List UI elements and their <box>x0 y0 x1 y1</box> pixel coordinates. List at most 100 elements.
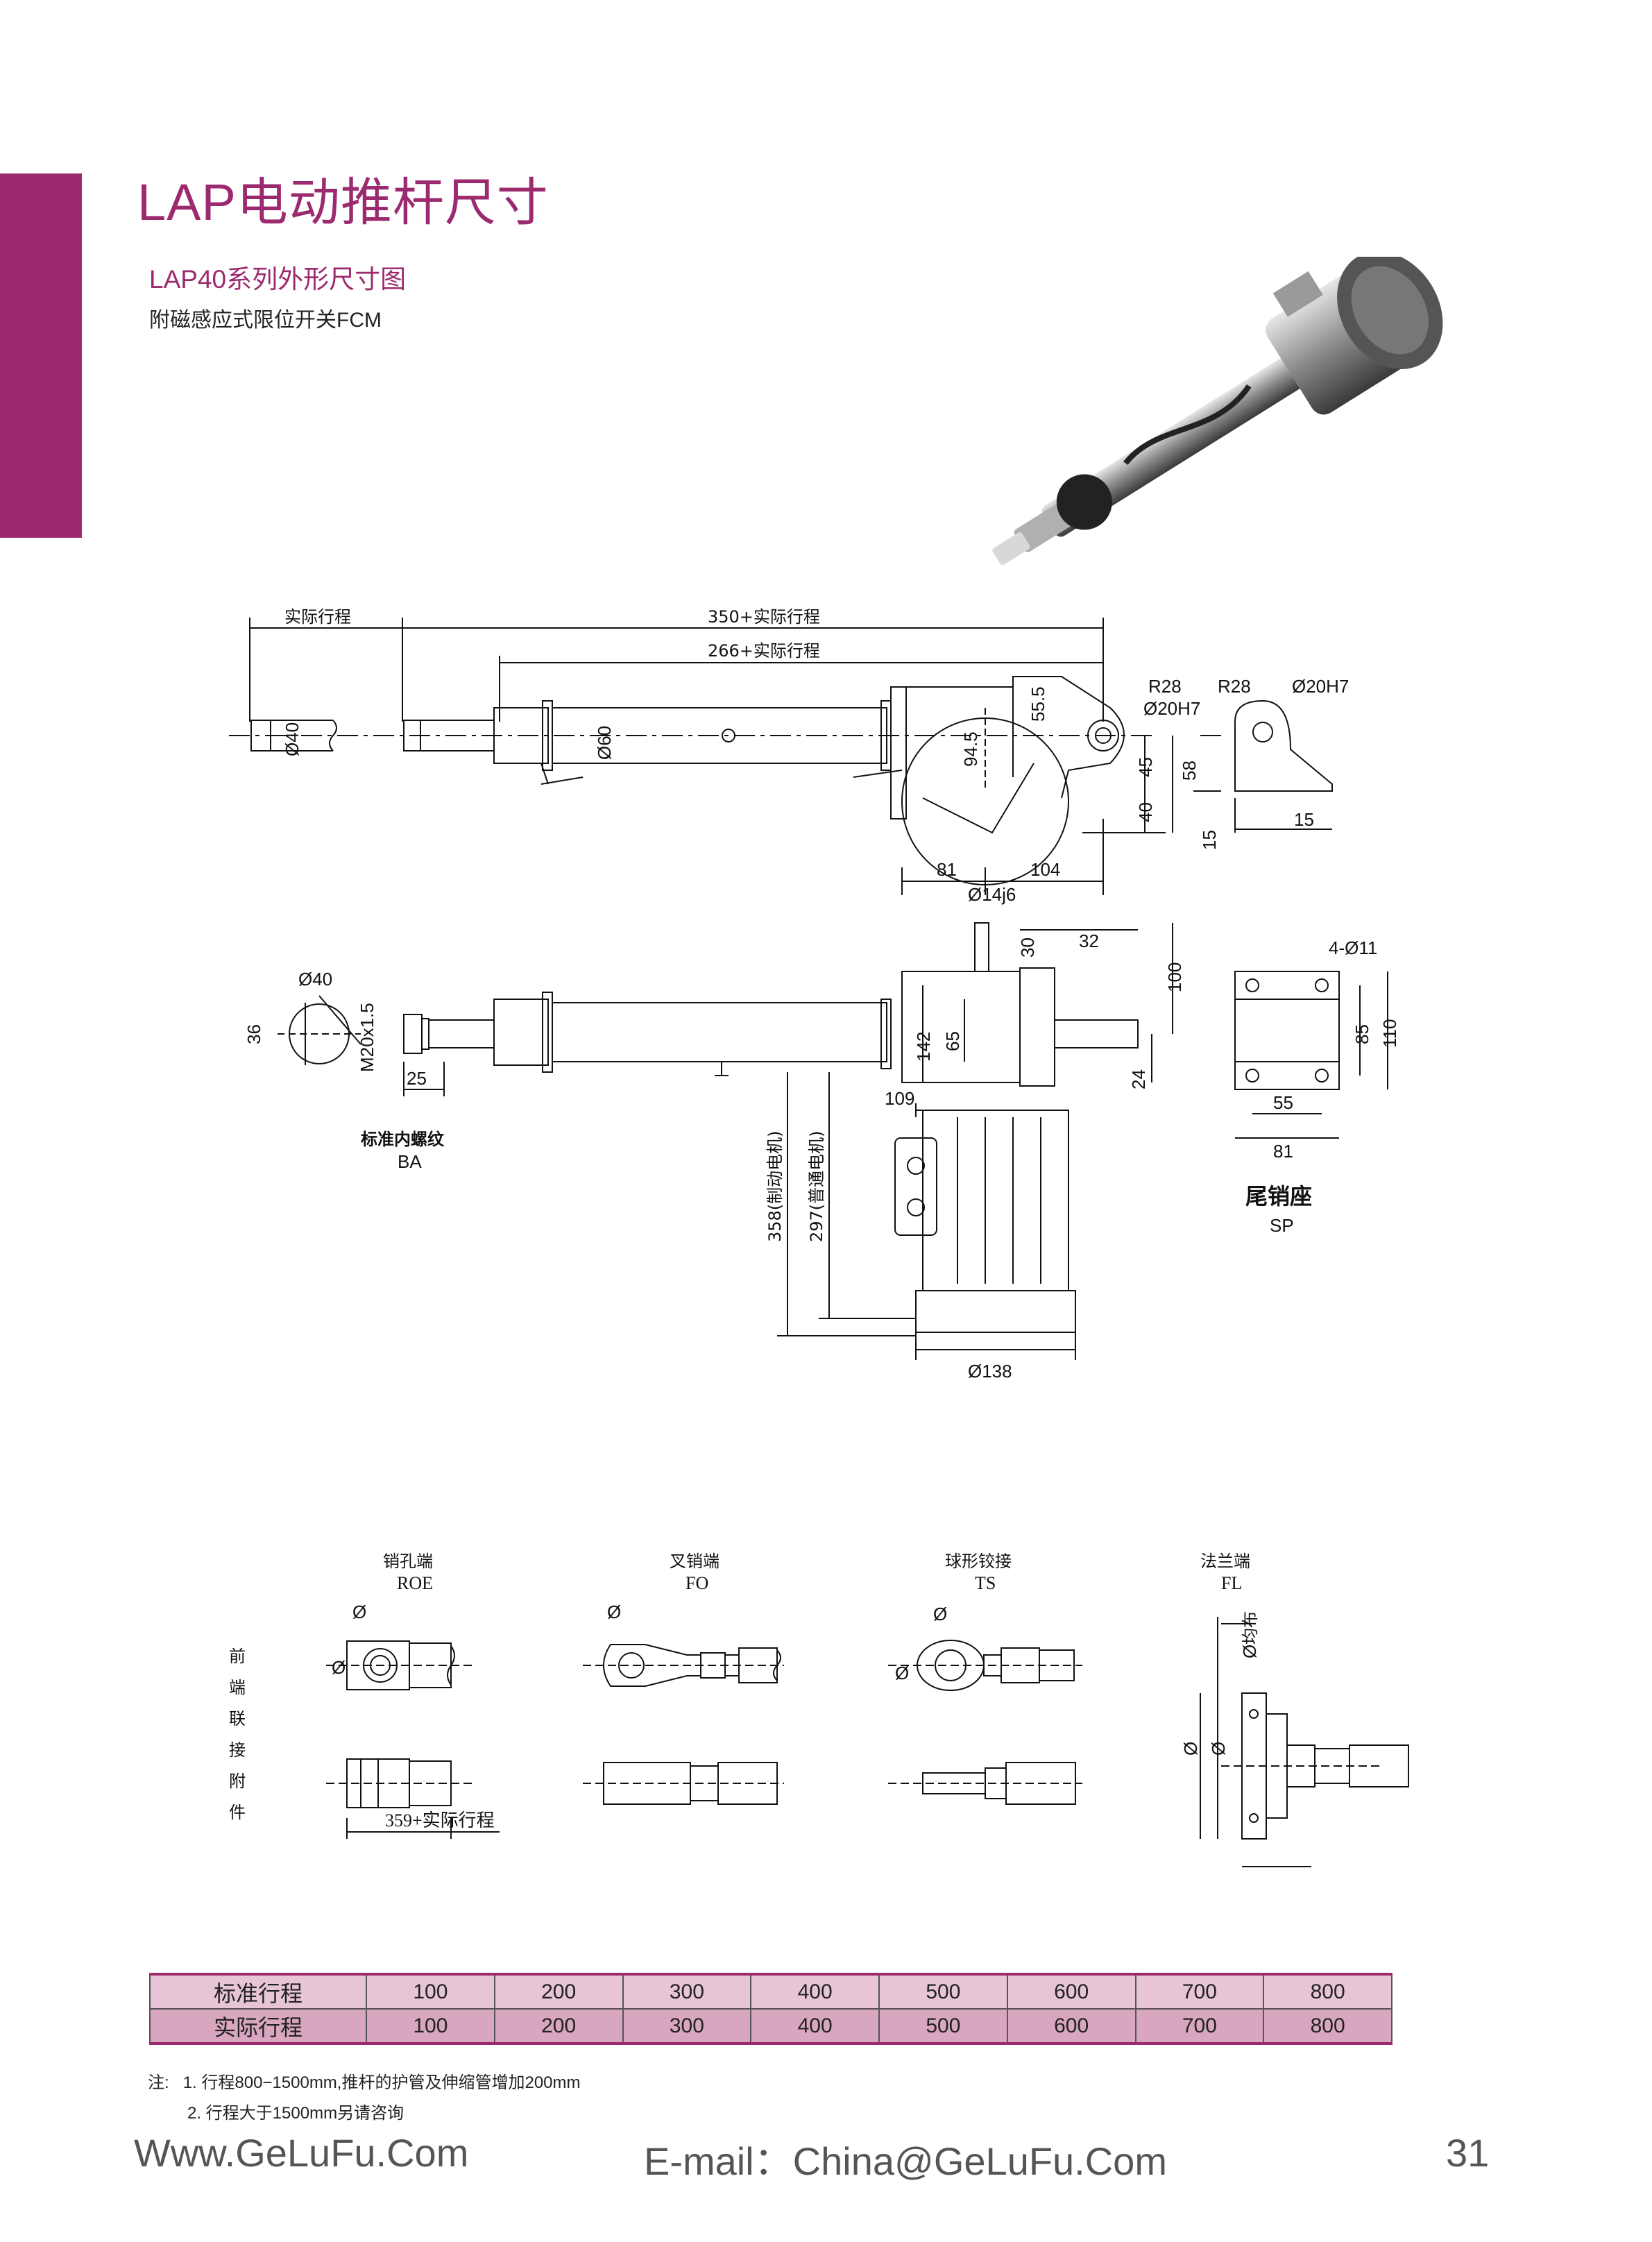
phi-fl-a: Ø <box>1239 1645 1260 1658</box>
table-cell: 100 <box>366 2009 495 2044</box>
dim-32: 32 <box>1079 931 1099 951</box>
table-row: 标准行程 100 200 300 400 500 600 700 800 <box>149 1974 1393 2010</box>
dim-45: 45 <box>1135 757 1156 777</box>
dim-25: 25 <box>407 1068 427 1089</box>
dim-266: 266+实际行程 <box>708 641 820 661</box>
phi-roe-a: Ø <box>352 1602 366 1622</box>
actuator-photo <box>992 257 1443 566</box>
thread-code: BA <box>398 1151 422 1172</box>
section-subtitle: LAP40系列外形尺寸图 <box>149 265 407 294</box>
dim-d138: Ø138 <box>968 1361 1012 1382</box>
table-cell: 500 <box>878 2009 1008 2044</box>
tail-seat-code: SP <box>1270 1215 1294 1236</box>
table-cell: 400 <box>750 1974 880 2010</box>
row2-label: 实际行程 <box>149 2009 367 2044</box>
table-cell: 600 <box>1006 2009 1136 2044</box>
dim-r28-b: R28 <box>1218 676 1251 697</box>
att-roe-code: ROE <box>397 1573 433 1593</box>
dim-d40-top: Ø40 <box>282 722 303 756</box>
side-accent-bar <box>0 173 82 538</box>
table-row: 实际行程 100 200 300 400 500 600 700 800 <box>149 2009 1393 2044</box>
dim-359: 359+实际行程 <box>385 1810 495 1831</box>
fl-uniform: 均布 <box>1241 1611 1260 1645</box>
table-cell: 500 <box>878 1974 1008 2010</box>
dim-d20h7-a: Ø20H7 <box>1143 698 1200 719</box>
phi-fo: Ø <box>607 1602 621 1622</box>
dim-358: 358(制动电机) <box>765 1130 785 1242</box>
stroke-table: 标准行程 100 200 300 400 500 600 700 800 实际行… <box>149 1973 1393 2045</box>
table-cell: 200 <box>493 2009 624 2044</box>
dimension-drawing: 实际行程 350+实际行程 266+实际行程 Ø40 Ø60 R28 Ø20H7… <box>229 607 1409 1867</box>
dim-81: 81 <box>937 859 957 880</box>
dim-110: 110 <box>1379 1019 1400 1048</box>
footer-website[interactable]: Www.GeLuFu.Com <box>134 2131 469 2175</box>
dim-40: 40 <box>1135 802 1156 822</box>
page-title: LAP电动推杆尺寸 <box>137 173 549 231</box>
dim-94-5: 94.5 <box>960 731 981 767</box>
dim-109: 109 <box>885 1088 914 1109</box>
att-fo-code: FO <box>686 1573 708 1593</box>
dim-104: 104 <box>1030 859 1060 880</box>
table-cell: 700 <box>1134 2009 1265 2044</box>
phi-fl-c: Ø <box>1208 1742 1229 1756</box>
dim-85: 85 <box>1352 1024 1372 1044</box>
table-cell: 800 <box>1263 2009 1393 2044</box>
dim-d14j6: Ø14j6 <box>968 884 1016 905</box>
thread-label: 标准内螺纹 <box>361 1130 445 1149</box>
att-fo-name: 叉销端 <box>670 1552 719 1571</box>
tail-seat-name: 尾销座 <box>1245 1183 1312 1209</box>
row1-label: 标准行程 <box>149 1974 367 2010</box>
notes-prefix: 注: <box>148 2073 169 2092</box>
att-ts-name: 球形铰接 <box>945 1552 1012 1571</box>
dim-d20h7-b: Ø20H7 <box>1292 676 1349 697</box>
table-cell: 300 <box>622 1974 752 2010</box>
note-2: 2. 行程大于1500mm另请咨询 <box>187 2104 405 2123</box>
att-fl-name: 法兰端 <box>1200 1552 1250 1571</box>
side-label-4: 附 <box>229 1772 246 1791</box>
dim-d60: Ø60 <box>594 726 615 760</box>
dim-30: 30 <box>1017 937 1038 958</box>
side-label-1: 端 <box>229 1678 246 1697</box>
dim-36: 36 <box>244 1024 264 1044</box>
dim-24: 24 <box>1128 1069 1149 1089</box>
phi-ts-b: Ø <box>895 1663 909 1683</box>
dim-58: 58 <box>1179 761 1200 781</box>
phi-fl-b: Ø <box>1180 1742 1201 1756</box>
side-label-5: 件 <box>229 1803 246 1822</box>
section-note: 附磁感应式限位开关FCM <box>149 309 382 332</box>
side-label-2: 联 <box>229 1709 246 1729</box>
dim-r28-a: R28 <box>1148 676 1182 697</box>
table-cell: 700 <box>1134 1974 1265 2010</box>
notes: 注: 1. 行程800−1500mm,推杆的护管及伸缩管增加200mm 2. 行… <box>148 2068 581 2129</box>
page-number: 31 <box>1446 2131 1490 2175</box>
dim-m20: M20x1.5 <box>357 1003 377 1072</box>
phi-ts-a: Ø <box>933 1604 947 1624</box>
table-cell: 400 <box>750 2009 880 2044</box>
note-1: 1. 行程800−1500mm,推杆的护管及伸缩管增加200mm <box>182 2073 581 2092</box>
table-cell: 100 <box>366 1974 495 2010</box>
dim-d40-side: Ø40 <box>298 969 332 990</box>
dim-142: 142 <box>913 1032 934 1062</box>
footer-email[interactable]: E-mail：China@GeLuFu.Com <box>644 2139 1167 2183</box>
dim-55: 55 <box>1273 1092 1293 1113</box>
dim-15-a: 15 <box>1199 830 1220 850</box>
phi-roe-b: Ø <box>332 1657 346 1678</box>
dim-81-sp: 81 <box>1273 1141 1293 1162</box>
table-cell: 600 <box>1006 1974 1136 2010</box>
dim-100: 100 <box>1164 962 1185 992</box>
table-cell: 300 <box>622 2009 752 2044</box>
dim-15-b: 15 <box>1294 809 1314 830</box>
table-cell: 800 <box>1263 1974 1393 2010</box>
dim-actual-stroke: 实际行程 <box>284 607 351 627</box>
side-label-3: 接 <box>229 1740 246 1760</box>
side-label-0: 前 <box>229 1647 246 1666</box>
dim-55-5: 55.5 <box>1028 686 1048 722</box>
att-roe-name: 销孔端 <box>383 1552 433 1571</box>
dim-297: 297(普通电机) <box>807 1130 826 1242</box>
dim-65: 65 <box>942 1031 963 1051</box>
att-ts-code: TS <box>975 1573 996 1593</box>
table-cell: 200 <box>493 1974 624 2010</box>
att-fl-code: FL <box>1221 1573 1242 1593</box>
dim-350: 350+实际行程 <box>708 607 820 627</box>
dim-4-d11: 4-Ø11 <box>1329 937 1377 958</box>
